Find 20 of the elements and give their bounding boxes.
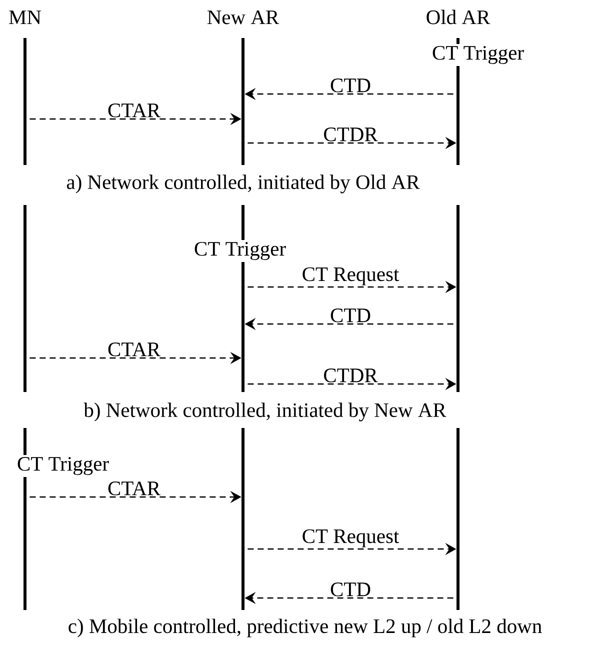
trigger-label: CT Trigger [192,240,288,262]
edge-label: CTD [330,582,372,597]
edge-label: CTDR [322,127,378,142]
edge-label: CT Request [301,528,400,548]
edge-label: CTD [330,78,372,93]
lifeline [24,205,26,392]
edge-label: CT Request [301,266,400,286]
lifeline-label: MN [9,10,42,24]
edge-label: CTAR [106,103,162,118]
trigger-label: CT Trigger [14,455,112,477]
edge-label: CTDR [322,368,378,383]
edge-label: CTAR [106,481,162,496]
panel-caption: c) Mobile controlled, predictive new L2 up / old L2 down [68,618,542,638]
lifeline-label: Old AR [426,10,490,24]
trigger-label: CT Trigger [430,44,526,66]
panel-caption: a) Network controlled, initiated by Old AR [66,174,420,194]
edge-label: CTD [330,308,372,323]
panel-caption: b) Network controlled, initiated by New AR [84,402,446,422]
lifeline-label: New AR [207,10,280,24]
edge-label: CTAR [106,342,162,357]
